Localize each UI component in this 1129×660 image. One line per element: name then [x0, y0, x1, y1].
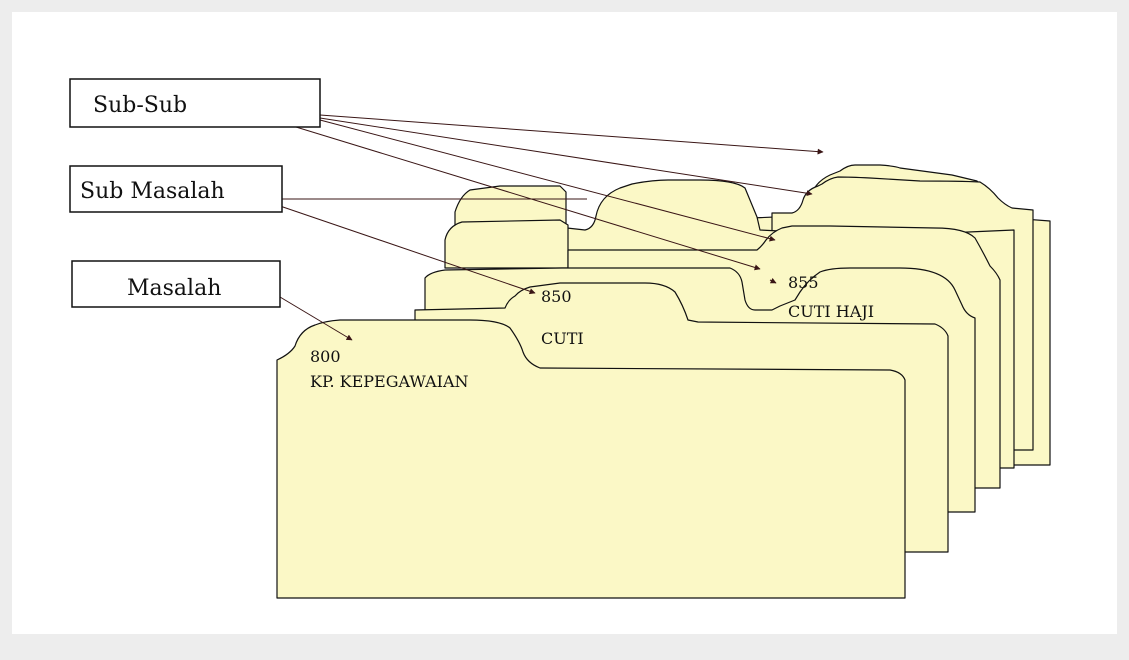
box-masalah-label: Masalah	[127, 276, 221, 301]
folder-855-code: 855	[788, 273, 819, 292]
folder-800-title: KP. KEPEGAWAIAN	[310, 372, 469, 391]
folder-800-code: 800	[310, 347, 341, 366]
folder-850-title: CUTI	[541, 329, 584, 348]
folder-855-title: CUTI HAJI	[788, 302, 874, 321]
box-sub-masalah-label: Sub Masalah	[80, 179, 225, 204]
folder-back-5	[445, 220, 568, 268]
box-sub-sub-label: Sub-Sub	[93, 93, 187, 118]
folder-850-code: 850	[541, 287, 572, 306]
